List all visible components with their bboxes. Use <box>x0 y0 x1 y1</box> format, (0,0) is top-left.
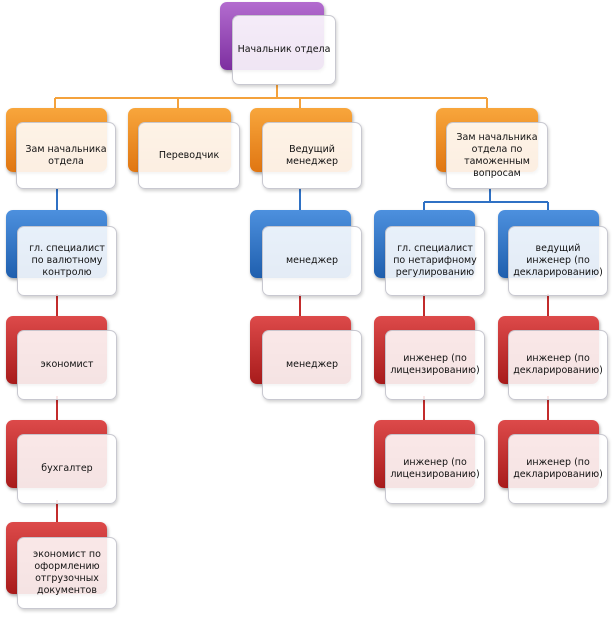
node-head-text: Начальник отдела <box>237 44 331 55</box>
node-economist-text: экономист <box>40 359 94 370</box>
node-fx-specialist-text: гл. специалист по валютному контролю <box>29 243 105 278</box>
node-lead-engineer-decl-label: ведущий инженер (по декларированию) <box>508 226 608 296</box>
node-deputy-label: Зам начальника отдела <box>16 122 116 189</box>
node-engineer-lic-2-label: инженер (по лицензированию) <box>385 434 485 504</box>
node-engineer-lic-1-label: инженер (по лицензированию) <box>385 330 485 400</box>
node-deputy-text: Зам начальника отдела <box>25 143 107 167</box>
node-fx-specialist-label: гл. специалист по валютному контролю <box>17 226 117 296</box>
node-lead-manager-text: Ведущий менеджер <box>285 143 339 167</box>
node-manager-2-label: менеджер <box>262 330 362 400</box>
node-lead-engineer-decl-text: ведущий инженер (по декларированию) <box>513 243 603 278</box>
node-engineer-lic-2-text: инженер (по лицензированию) <box>390 457 480 480</box>
node-engineer-decl-2-label: инженер (по декларированию) <box>508 434 608 504</box>
orange-connectors <box>54 84 488 108</box>
node-lead-manager-label: Ведущий менеджер <box>262 122 362 189</box>
node-engineer-decl-1-text: инженер (по декларированию) <box>513 353 603 376</box>
red-connectors <box>56 294 549 522</box>
node-manager-2-text: менеджер <box>285 359 339 370</box>
node-economist-label: экономист <box>17 330 117 400</box>
node-engineer-decl-2-text: инженер (по декларированию) <box>513 457 603 480</box>
node-manager-1-label: менеджер <box>262 226 362 296</box>
node-translator-label: Переводчик <box>138 122 240 189</box>
node-head-label: Начальник отдела <box>232 15 336 85</box>
node-economist-docs-text: экономист по оформлению отгрузочных доку… <box>33 549 101 596</box>
blue-connectors <box>56 188 549 210</box>
node-engineer-decl-1-label: инженер (по декларированию) <box>508 330 608 400</box>
node-deputy-customs-text: Зам начальника отдела по таможенным вопр… <box>456 131 538 179</box>
node-accountant-label: бухгалтер <box>17 434 117 504</box>
node-nontariff-specialist-label: гл. специалист по нетарифному регулирова… <box>385 226 485 296</box>
node-deputy-customs-label: Зам начальника отдела по таможенным вопр… <box>446 122 548 189</box>
node-engineer-lic-1-text: инженер (по лицензированию) <box>390 353 480 376</box>
node-manager-1-text: менеджер <box>285 255 339 266</box>
node-translator-text: Переводчик <box>158 149 220 161</box>
node-accountant-text: бухгалтер <box>41 463 93 474</box>
node-economist-docs-label: экономист по оформлению отгрузочных доку… <box>17 537 117 609</box>
node-nontariff-specialist-text: гл. специалист по нетарифному регулирова… <box>393 243 477 278</box>
